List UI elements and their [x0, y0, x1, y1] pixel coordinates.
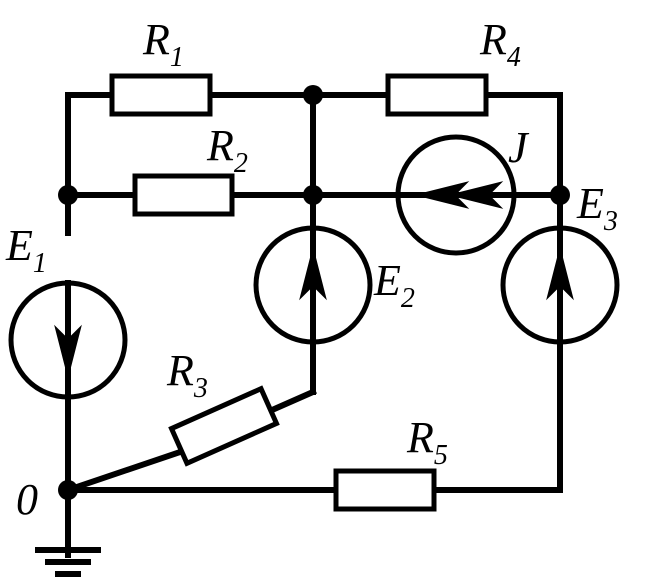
label-e2: E2 [373, 256, 415, 314]
source-e2 [253, 225, 373, 345]
node-mid-center [303, 185, 323, 205]
resistor-r1 [109, 73, 213, 117]
arrow-up-icon [299, 249, 327, 301]
node-mid-right [550, 185, 570, 205]
ground-icon [35, 547, 101, 577]
label-ground-node: 0 [16, 475, 38, 524]
node-mid-left [58, 185, 78, 205]
label-r4: R4 [479, 15, 521, 73]
resistor-r4 [385, 73, 489, 117]
source-e3 [500, 225, 620, 345]
label-j: J [508, 123, 530, 172]
label-r2: R2 [206, 121, 248, 179]
source-e1 [8, 280, 128, 400]
arrow-down-icon [54, 324, 82, 376]
node-top-center [303, 85, 323, 105]
resistor-r2 [132, 173, 235, 217]
label-r3: R3 [166, 346, 208, 404]
wire-r3-lower [64, 448, 184, 494]
wires [64, 92, 563, 558]
label-e1: E1 [5, 221, 47, 279]
label-r5: R5 [406, 413, 448, 471]
node-ground [58, 480, 78, 500]
resistor-r5 [333, 468, 437, 512]
label-e3: E3 [576, 179, 618, 237]
resistor-r3 [168, 385, 280, 467]
wire-r3-upper [268, 388, 317, 414]
label-r1: R1 [142, 15, 184, 73]
current-source-j [395, 134, 517, 256]
arrow-up-icon [546, 249, 574, 301]
